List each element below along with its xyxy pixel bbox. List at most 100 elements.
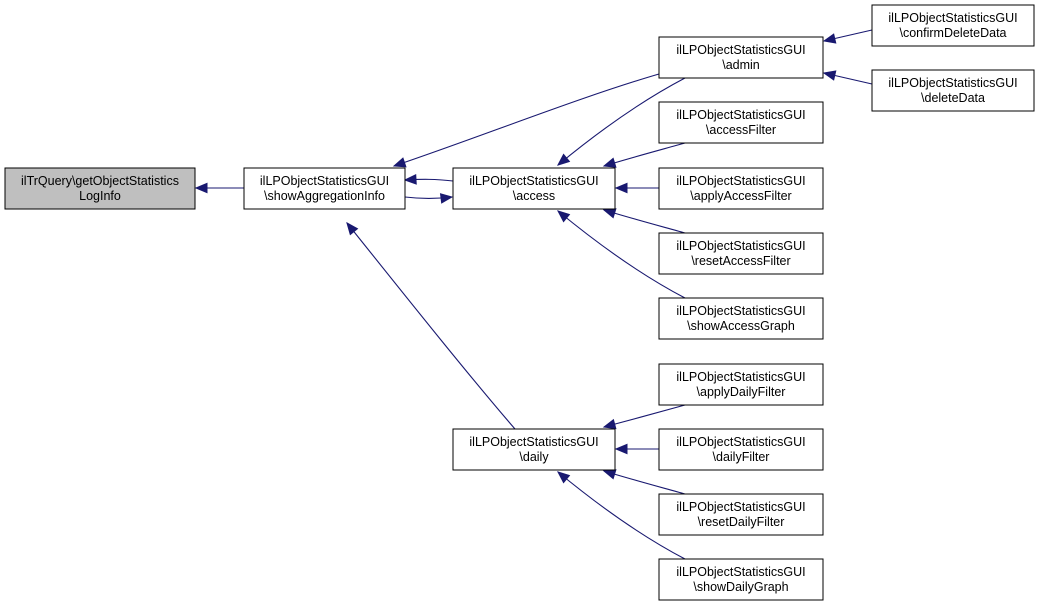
node-box[interactable] <box>658 167 824 210</box>
node-label-class: ilLPObjectStatisticsGUI <box>676 239 805 253</box>
edge-n13-to-n3 <box>602 469 686 495</box>
node-label-method: \dailyFilter <box>713 450 770 464</box>
node-n9[interactable]: ilLPObjectStatisticsGUI\confirmDeleteDat… <box>871 4 1035 47</box>
node-label-method: \confirmDeleteData <box>900 26 1007 40</box>
edge-arrowhead <box>392 157 407 168</box>
node-box[interactable] <box>4 167 196 210</box>
node-n11[interactable]: ilLPObjectStatisticsGUI\applyDailyFilter <box>658 363 824 406</box>
edge-n6-to-n2 <box>614 182 659 194</box>
node-label-class: ilLPObjectStatisticsGUI <box>469 174 598 188</box>
node-label-class: ilLPObjectStatisticsGUI <box>676 108 805 122</box>
node-label-class: ilLPObjectStatisticsGUI <box>676 304 805 318</box>
node-label-method: \resetDailyFilter <box>698 515 785 529</box>
node-label-class: ilLPObjectStatisticsGUI <box>888 11 1017 25</box>
edge-arrowhead <box>439 193 454 204</box>
edge-arrowhead <box>557 153 571 166</box>
node-n1[interactable]: ilLPObjectStatisticsGUI\showAggregationI… <box>243 167 406 210</box>
edge-arrowhead <box>822 33 837 44</box>
node-label-class: ilLPObjectStatisticsGUI <box>676 565 805 579</box>
node-n7[interactable]: ilLPObjectStatisticsGUI\resetAccessFilte… <box>658 232 824 275</box>
edge-arrowhead <box>822 70 837 81</box>
node-box[interactable] <box>871 4 1035 47</box>
node-box[interactable] <box>658 493 824 536</box>
node-n10[interactable]: ilLPObjectStatisticsGUI\deleteData <box>871 69 1035 112</box>
node-label-class: ilTrQuery\getObjectStatistics <box>21 174 179 188</box>
edges-layer <box>194 29 873 560</box>
edge-line <box>603 470 686 495</box>
node-label-class: ilLPObjectStatisticsGUI <box>676 435 805 449</box>
node-label-class: ilLPObjectStatisticsGUI <box>676 43 805 57</box>
node-n5[interactable]: ilLPObjectStatisticsGUI\accessFilter <box>658 101 824 144</box>
node-n8[interactable]: ilLPObjectStatisticsGUI\showAccessGraph <box>658 297 824 340</box>
edge-arrowhead <box>614 443 628 455</box>
edge-n5-to-n2 <box>602 142 686 168</box>
node-label-method: \showAggregationInfo <box>264 189 385 203</box>
node-label-method: \showAccessGraph <box>687 319 795 333</box>
edge-arrowhead <box>557 471 571 484</box>
node-label-method: LogInfo <box>79 189 121 203</box>
node-box[interactable] <box>658 363 824 406</box>
edge-n1-to-n2 <box>404 193 454 204</box>
edge-line <box>557 210 686 299</box>
edge-line <box>557 471 686 560</box>
node-label-method: \access <box>513 189 555 203</box>
edge-arrowhead <box>602 469 617 480</box>
node-label-class: ilLPObjectStatisticsGUI <box>676 500 805 514</box>
edge-arrowhead <box>614 182 628 194</box>
node-n13[interactable]: ilLPObjectStatisticsGUI\resetDailyFilter <box>658 493 824 536</box>
node-label-method: \admin <box>722 58 760 72</box>
node-n3[interactable]: ilLPObjectStatisticsGUI\daily <box>452 428 616 471</box>
edge-arrowhead <box>194 182 208 194</box>
edge-line <box>393 73 660 167</box>
edge-n14-to-n3 <box>557 471 686 560</box>
edge-n4-to-n1 <box>392 73 660 168</box>
node-label-method: \accessFilter <box>706 123 776 137</box>
node-box[interactable] <box>658 36 824 79</box>
edge-arrowhead <box>403 174 417 185</box>
edge-n1-to-n0 <box>194 182 244 194</box>
node-box[interactable] <box>658 232 824 275</box>
node-box[interactable] <box>658 101 824 144</box>
node-box[interactable] <box>658 297 824 340</box>
node-label-method: \showDailyGraph <box>693 580 788 594</box>
edge-arrowhead <box>346 221 359 236</box>
edge-arrowhead <box>602 157 617 168</box>
node-label-method: \daily <box>519 450 549 464</box>
node-box[interactable] <box>871 69 1035 112</box>
edge-n10-to-n4 <box>822 70 873 85</box>
node-n2[interactable]: ilLPObjectStatisticsGUI\access <box>452 167 616 210</box>
edge-arrowhead <box>557 210 571 223</box>
node-box[interactable] <box>243 167 406 210</box>
node-box[interactable] <box>452 167 616 210</box>
node-n12[interactable]: ilLPObjectStatisticsGUI\dailyFilter <box>658 428 824 471</box>
edge-n2-to-n1 <box>403 174 454 185</box>
edge-line <box>603 209 686 234</box>
node-box[interactable] <box>658 558 824 601</box>
edge-line <box>603 142 686 167</box>
node-label-method: \resetAccessFilter <box>691 254 790 268</box>
edge-n8-to-n2 <box>557 210 686 299</box>
node-n4[interactable]: ilLPObjectStatisticsGUI\admin <box>658 36 824 79</box>
edge-line <box>603 404 686 428</box>
edge-n4-to-n2 <box>557 77 686 166</box>
node-label-class: ilLPObjectStatisticsGUI <box>676 174 805 188</box>
node-box[interactable] <box>658 428 824 471</box>
node-label-method: \applyAccessFilter <box>690 189 791 203</box>
edge-arrowhead <box>602 208 617 219</box>
edge-n11-to-n3 <box>602 404 686 430</box>
node-n6[interactable]: ilLPObjectStatisticsGUI\applyAccessFilte… <box>658 167 824 210</box>
node-n14[interactable]: ilLPObjectStatisticsGUI\showDailyGraph <box>658 558 824 601</box>
edge-n9-to-n4 <box>822 29 873 44</box>
node-box[interactable] <box>452 428 616 471</box>
node-label-method: \deleteData <box>921 91 985 105</box>
edge-arrowhead <box>602 418 617 430</box>
node-label-class: ilLPObjectStatisticsGUI <box>888 76 1017 90</box>
node-label-method: \applyDailyFilter <box>697 385 786 399</box>
edge-line <box>346 222 516 430</box>
node-label-class: ilLPObjectStatisticsGUI <box>676 370 805 384</box>
edge-n12-to-n3 <box>614 443 659 455</box>
edge-line <box>557 77 686 166</box>
node-label-class: ilLPObjectStatisticsGUI <box>260 174 389 188</box>
